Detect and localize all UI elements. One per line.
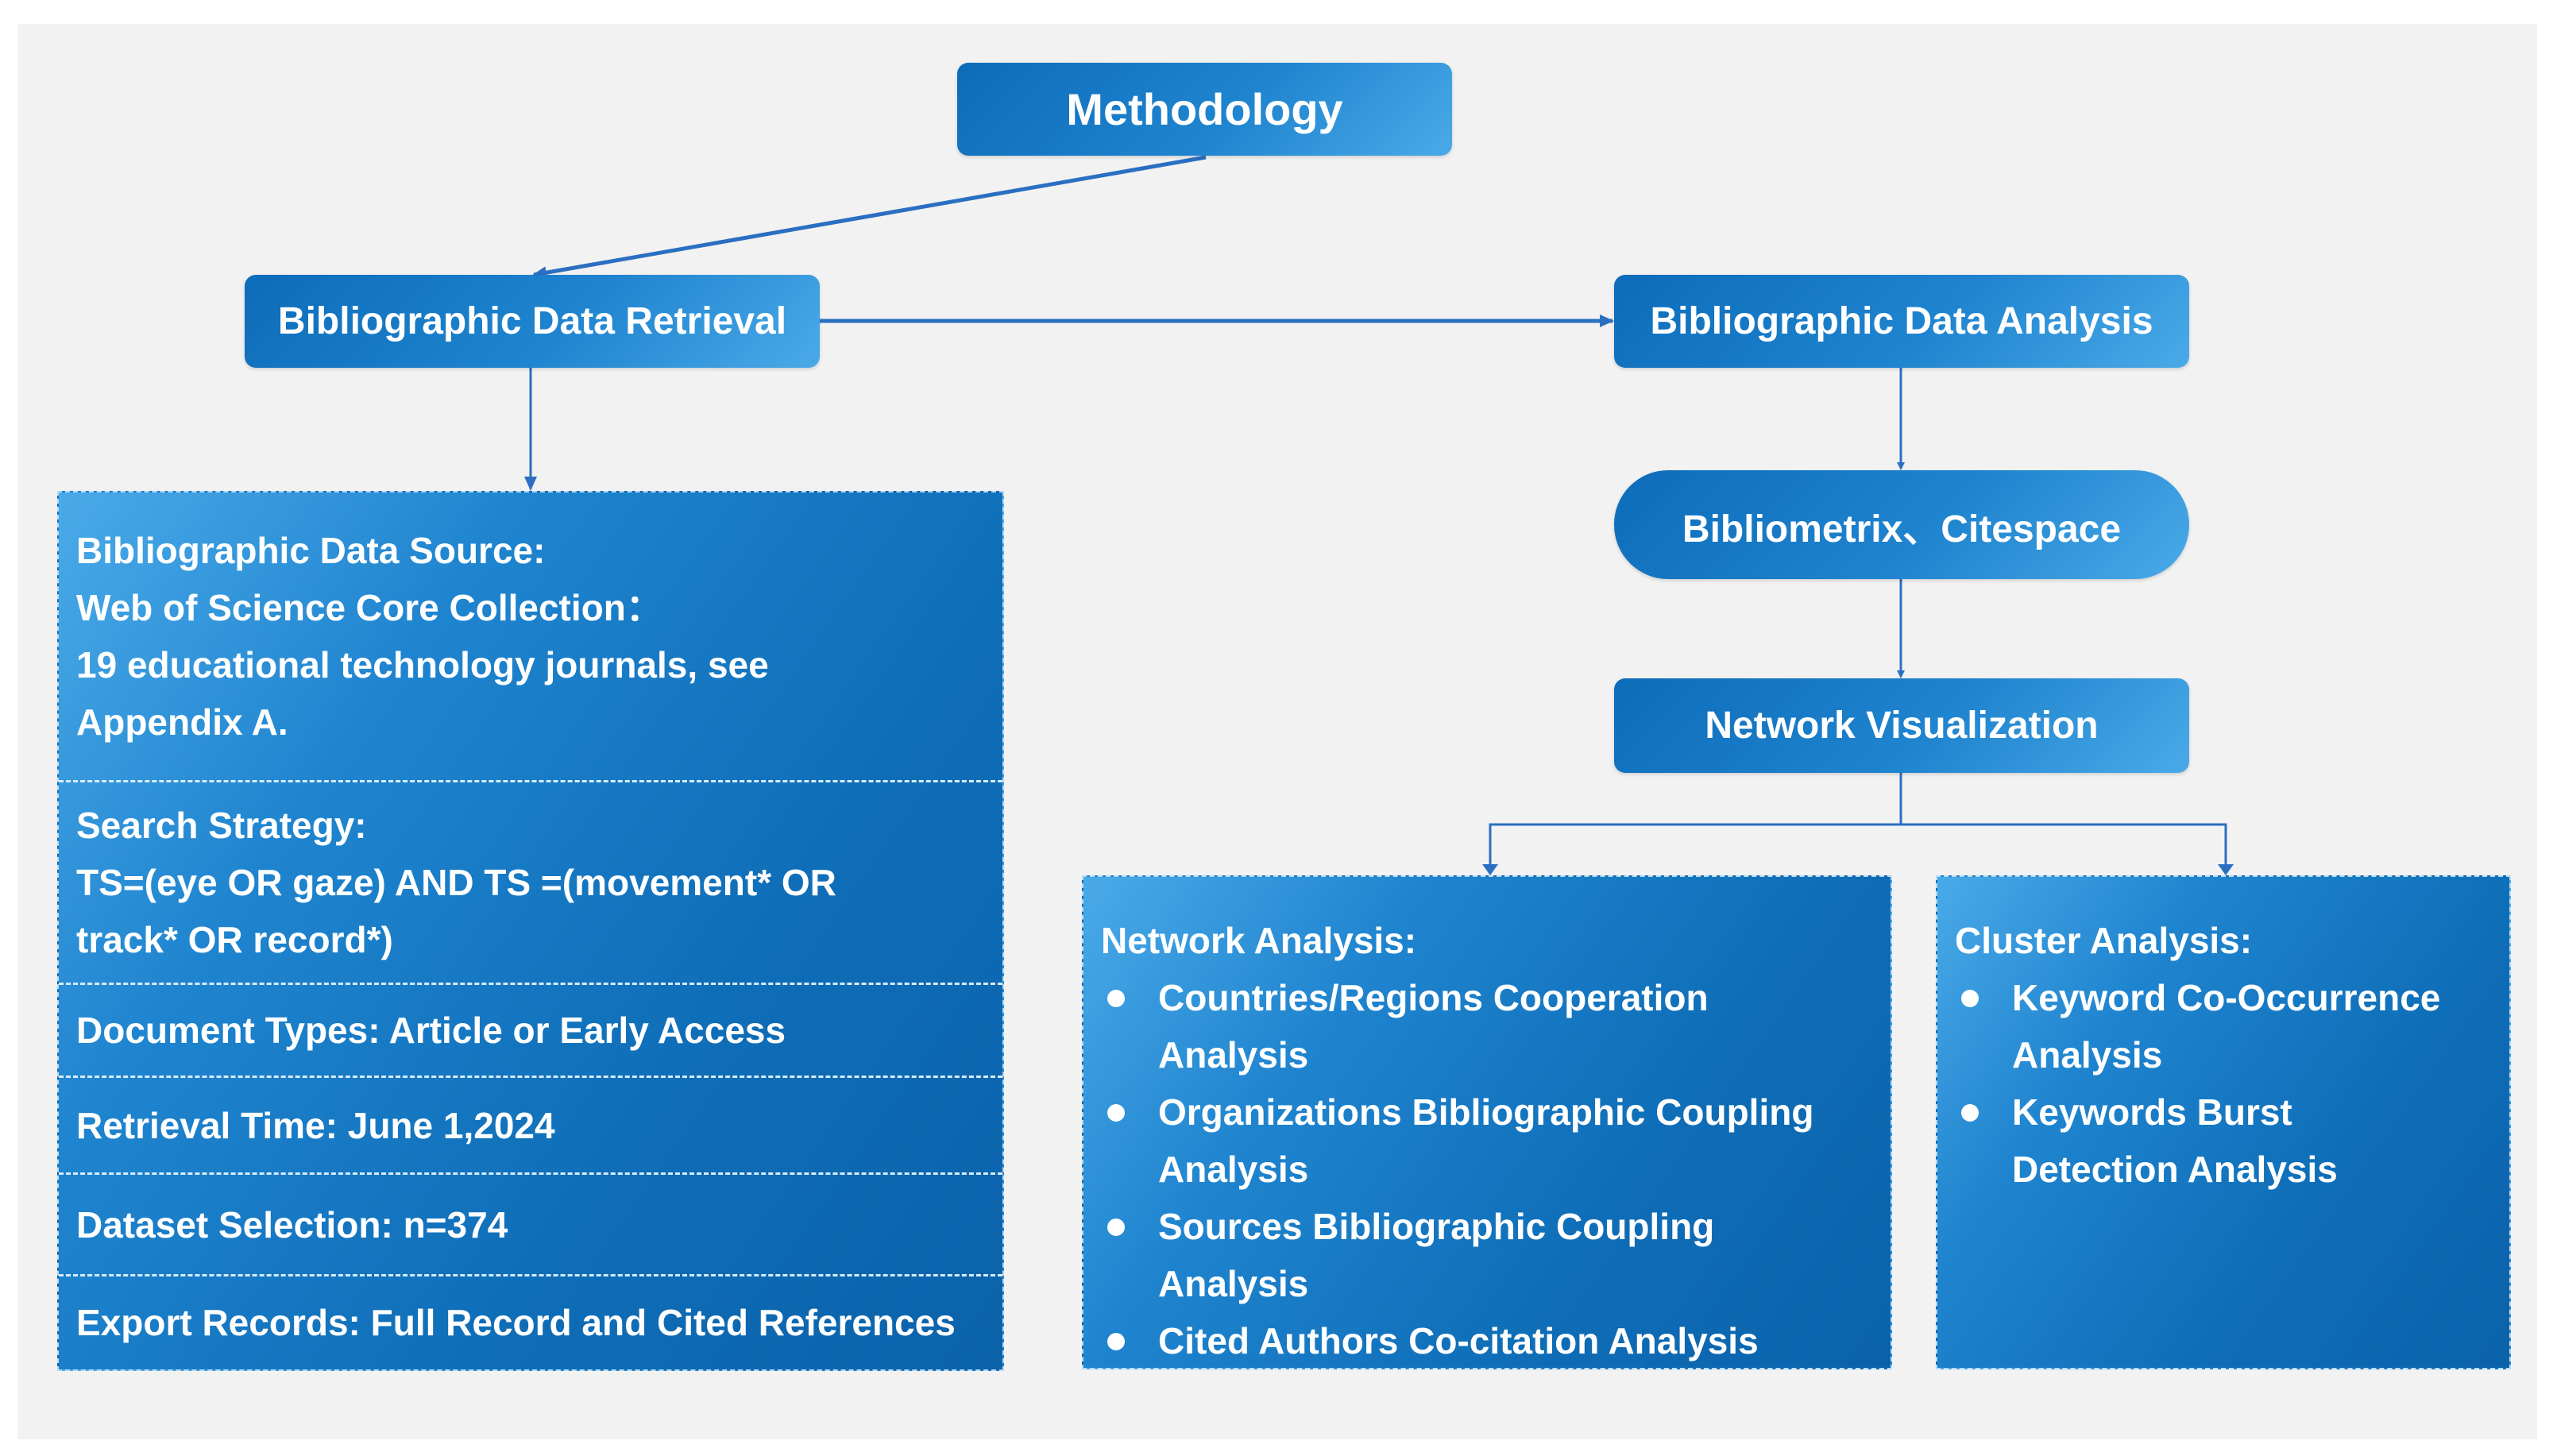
- section-line: Appendix A.: [76, 701, 288, 743]
- item-line: Countries/Regions Cooperation: [1158, 977, 1709, 1018]
- item-line: Keywords Burst: [2012, 1091, 2292, 1133]
- bullet-icon: [1107, 1104, 1125, 1122]
- connector-visualization-branch: [1489, 773, 2227, 874]
- section-line: track* OR record*): [76, 919, 393, 960]
- tools-box: Bibliometrix、Citespace: [1614, 470, 2189, 579]
- cluster-analysis-panel: Cluster Analysis: Keyword Co-Occurrence …: [1936, 875, 2511, 1369]
- list-item: Cited Authors Co-citation Analysis: [1101, 1312, 1875, 1369]
- item-line: Keyword Co-Occurrence: [2012, 977, 2441, 1018]
- arrowhead-network: [1482, 864, 1498, 875]
- section-line: Retrieval Time: June 1,2024: [76, 1104, 555, 1146]
- list-item: Organizations Bibliographic Coupling Ana…: [1101, 1083, 1875, 1198]
- bullet-icon: [1961, 1104, 1979, 1122]
- item-line: Detection Analysis: [2012, 1149, 2338, 1190]
- network-analysis-title: Network Analysis:: [1101, 920, 1417, 961]
- list-item: Countries/Regions Cooperation Analysis: [1101, 969, 1875, 1083]
- visualization-box: Network Visualization: [1614, 678, 2189, 773]
- network-analysis-list: Countries/Regions Cooperation Analysis O…: [1101, 969, 1875, 1369]
- bullet-icon: [1107, 1218, 1125, 1236]
- arrowhead-cluster: [2218, 864, 2234, 875]
- bullet-icon: [1961, 990, 1979, 1007]
- cluster-analysis-list: Keyword Co-Occurrence Analysis Keywords …: [1955, 969, 2495, 1198]
- data-source-section: Bibliographic Data Source: Web of Scienc…: [59, 492, 1002, 780]
- retrieval-label: Bibliographic Data Retrieval: [277, 300, 787, 342]
- retrieval-box: Bibliographic Data Retrieval: [245, 275, 820, 368]
- section-line: TS=(eye OR gaze) AND TS =(movement* OR: [76, 862, 836, 903]
- section-line: 19 educational technology journals, see: [76, 644, 769, 686]
- list-item: Keywords Burst Detection Analysis: [1955, 1083, 2495, 1198]
- section-line: Export Records: Full Record and Cited Re…: [76, 1301, 956, 1343]
- item-line: Analysis: [2012, 1034, 2163, 1076]
- item-line: Cited Authors Co-citation Analysis: [1158, 1320, 1759, 1361]
- item-line: Analysis: [1158, 1034, 1309, 1076]
- tools-label: Bibliometrix、Citespace: [1682, 508, 2122, 550]
- search-strategy-section: Search Strategy: TS=(eye OR gaze) AND TS…: [59, 780, 1002, 983]
- visualization-label: Network Visualization: [1705, 705, 2099, 747]
- cluster-analysis-title: Cluster Analysis:: [1955, 920, 2253, 961]
- export-records-section: Export Records: Full Record and Cited Re…: [59, 1274, 1002, 1368]
- section-line: Dataset Selection: n=374: [76, 1203, 508, 1246]
- dataset-selection-section: Dataset Selection: n=374: [59, 1172, 1002, 1274]
- section-line: Bibliographic Data Source:: [76, 530, 546, 571]
- item-line: Analysis: [1158, 1263, 1309, 1304]
- arrow-methodology-to-retrieval: [532, 155, 1207, 280]
- bullet-icon: [1107, 1333, 1125, 1350]
- item-line: Organizations Bibliographic Coupling: [1158, 1091, 1814, 1133]
- section-line: Document Types: Article or Early Access: [76, 1010, 786, 1051]
- methodology-box: Methodology: [957, 63, 1452, 156]
- section-line: Search Strategy:: [76, 805, 367, 846]
- analysis-box: Bibliographic Data Analysis: [1614, 275, 2189, 368]
- section-line: Web of Science Core Collection：: [76, 587, 662, 628]
- bullet-icon: [1107, 990, 1125, 1007]
- retrieval-details-panel: Bibliographic Data Source: Web of Scienc…: [57, 491, 1004, 1371]
- retrieval-time-section: Retrieval Time: June 1,2024: [59, 1076, 1002, 1172]
- list-item: Sources Bibliographic Coupling Analysis: [1101, 1198, 1875, 1312]
- item-line: Sources Bibliographic Coupling: [1158, 1206, 1715, 1247]
- analysis-label: Bibliographic Data Analysis: [1650, 300, 2153, 342]
- item-line: Analysis: [1158, 1149, 1309, 1190]
- methodology-label: Methodology: [1066, 84, 1343, 134]
- list-item: Keyword Co-Occurrence Analysis: [1955, 969, 2495, 1083]
- document-types-section: Document Types: Article or Early Access: [59, 983, 1002, 1076]
- network-analysis-panel: Network Analysis: Countries/Regions Coop…: [1082, 875, 1892, 1369]
